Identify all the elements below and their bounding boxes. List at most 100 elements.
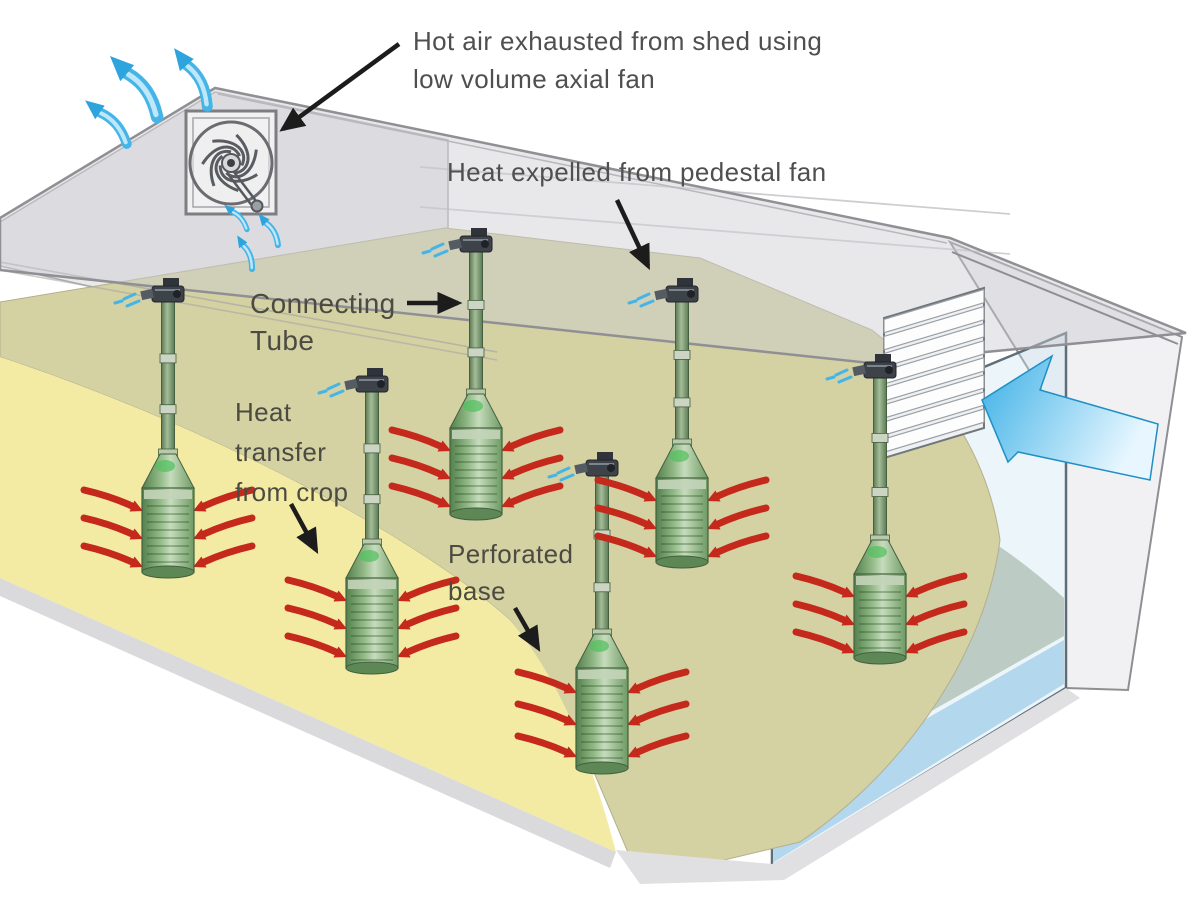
- roof-exhaust-arrow-2: [174, 48, 213, 112]
- right-fascia-line: [951, 251, 1179, 345]
- base-rim: [144, 490, 192, 499]
- perforated-base: [449, 427, 503, 515]
- heat-arrow-head: [707, 490, 721, 502]
- heat-arrow-head: [397, 646, 411, 658]
- pedestal-fan-3: [388, 228, 564, 521]
- perforated-base: [575, 667, 629, 769]
- fan-blade: [218, 165, 259, 183]
- roof-exhaust-arrow-1: [109, 55, 164, 124]
- pedestal-fan-motor: [344, 368, 389, 393]
- heat-arrow: [912, 600, 968, 624]
- pedestal-fan-5: [594, 278, 770, 569]
- heat-arrow-head: [841, 642, 855, 654]
- air-intake-arrow: [981, 354, 1159, 481]
- tube-coupling: [871, 432, 889, 443]
- heat-arrow: [594, 504, 650, 528]
- heat-arrow-head: [905, 586, 919, 598]
- heat-arrow: [792, 628, 848, 652]
- roof-exhaust-arrow-3: [85, 100, 132, 149]
- heat-arrow-head: [501, 468, 515, 480]
- fan-blade: [201, 145, 241, 165]
- axial-fan: [184, 109, 278, 216]
- perforated-base: [141, 487, 195, 573]
- heat-arrow-head: [643, 518, 657, 530]
- heat-transfer-arrows: [284, 576, 460, 658]
- pedestal-fan-1: [80, 278, 256, 579]
- expelled-air-dashes: [317, 382, 345, 398]
- fan-blade: [212, 139, 245, 167]
- pointer-heat-expelled: [614, 199, 651, 271]
- label-heat-transfer-line3: from crop: [235, 477, 348, 507]
- heat-arrow-head: [905, 642, 919, 654]
- expelled-air-dashes: [627, 292, 655, 308]
- expelled-air-dashes: [113, 292, 141, 308]
- connecting-tube: [365, 389, 379, 549]
- heat-arrow: [792, 572, 848, 596]
- heat-arrow: [514, 700, 570, 724]
- heat-arrow-head: [707, 518, 721, 530]
- louver-slat: [883, 305, 985, 351]
- heat-arrow: [404, 576, 460, 600]
- heat-arrow: [200, 542, 256, 566]
- label-heat-transfer-line2: transfer: [235, 437, 326, 467]
- heat-arrow: [404, 632, 460, 656]
- fan-blade: [209, 149, 232, 187]
- heat-arrow: [80, 514, 136, 538]
- label-perforated-base-line1: Perforated: [448, 539, 573, 569]
- heat-arrow: [404, 604, 460, 628]
- heat-arrow-head: [841, 614, 855, 626]
- pedestal-fan-motor: [574, 452, 619, 477]
- pointer-perforated-base: [513, 606, 541, 652]
- heat-arrow-head: [627, 682, 641, 694]
- heat-arrow-head: [841, 586, 855, 598]
- tube-coupling: [467, 299, 485, 310]
- heat-arrow: [284, 632, 340, 656]
- expelled-air-dashes: [547, 466, 575, 482]
- heat-arrow: [634, 732, 690, 756]
- bell-highlight: [359, 550, 379, 562]
- heat-arrow-head: [397, 590, 411, 602]
- pedestal-fan-motor: [140, 278, 185, 303]
- back-eave-edge: [419, 206, 1011, 255]
- heat-arrow: [714, 532, 770, 556]
- tube-coupling: [159, 404, 177, 415]
- pedestal-fan-4: [514, 452, 690, 775]
- heat-arrow-head: [437, 440, 451, 452]
- heat-arrow: [80, 542, 136, 566]
- heat-arrow-head: [643, 546, 657, 558]
- heat-arrow-head: [193, 556, 207, 568]
- base-bottom: [141, 565, 195, 579]
- heat-arrow-head: [501, 496, 515, 508]
- base-bottom: [575, 761, 629, 775]
- heat-arrow-head: [129, 528, 143, 540]
- base-bottom: [449, 507, 503, 521]
- heat-arrow: [792, 600, 848, 624]
- label-hot-air-line1: Hot air exhausted from shed using: [413, 26, 822, 56]
- heat-arrow-head: [501, 440, 515, 452]
- front-sill-line: [0, 261, 498, 353]
- heat-arrow-head: [129, 500, 143, 512]
- pedestal-fan-motor: [654, 278, 699, 303]
- heat-arrow: [200, 514, 256, 538]
- pedestal-fan-6: [792, 354, 968, 665]
- expelled-air-dashes: [421, 242, 449, 258]
- label-heat-transfer-line1: Heat: [235, 397, 292, 427]
- tube-coupling: [673, 397, 691, 408]
- tube-coupling: [363, 494, 381, 505]
- pedestal-fan-2: [284, 368, 460, 675]
- base-rim: [348, 580, 396, 589]
- pedestal-fan-motor: [852, 354, 897, 379]
- heat-arrow-head: [563, 746, 577, 758]
- roof-front-slope: [0, 86, 1187, 365]
- heat-arrow: [594, 476, 650, 500]
- ridge-cap-line: [217, 93, 948, 244]
- fan-blade: [235, 133, 250, 175]
- connecting-tube: [595, 473, 609, 639]
- heat-arrow: [714, 476, 770, 500]
- heat-arrow: [284, 604, 340, 628]
- heat-arrow-head: [707, 546, 721, 558]
- fan-exhaust-arrow-2: [258, 213, 281, 249]
- heat-transfer-arrows: [80, 486, 256, 568]
- base-bottom: [853, 651, 907, 665]
- base-bottom: [655, 555, 709, 569]
